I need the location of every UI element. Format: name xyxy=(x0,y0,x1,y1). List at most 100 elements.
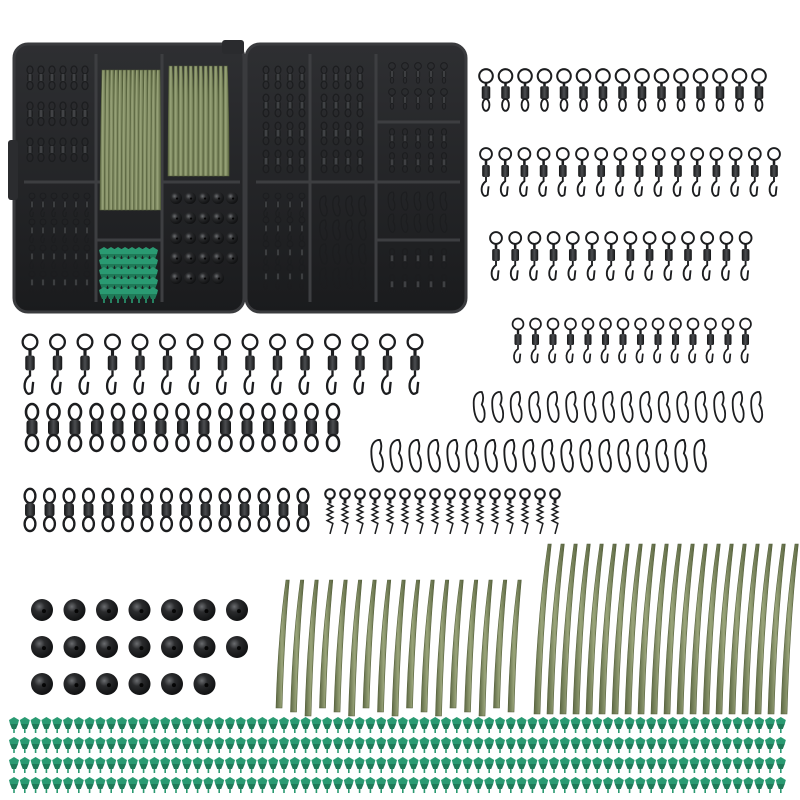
anti-tangle-sleeve xyxy=(222,65,230,177)
hook-stop xyxy=(689,777,700,793)
hook-stop xyxy=(743,757,754,773)
round-bead xyxy=(31,673,53,695)
hook-stop xyxy=(257,757,268,773)
rolling-swivel xyxy=(70,101,78,127)
hook-stop xyxy=(171,717,181,733)
round-bead xyxy=(96,673,118,695)
quick-link-snap xyxy=(522,439,536,473)
quick-link-snap xyxy=(598,439,612,473)
rolling-swivel xyxy=(401,128,409,149)
rolling-swivel xyxy=(274,93,282,118)
hook-stop xyxy=(84,777,95,793)
ring-swivel xyxy=(575,68,592,112)
hook-stop xyxy=(376,717,387,733)
hook-stop xyxy=(646,777,657,793)
ring-swivel xyxy=(653,68,670,112)
quick-change-swivel xyxy=(719,231,734,281)
hook-stop xyxy=(311,757,322,773)
rolling-swivel xyxy=(81,137,89,163)
hook-stop xyxy=(538,757,549,773)
hook-stop xyxy=(246,777,257,793)
quick-link-snap xyxy=(400,213,409,233)
anti-tangle-sleeve xyxy=(689,543,708,715)
hook-stop xyxy=(678,737,689,753)
hook-stop xyxy=(365,717,376,733)
rolling-swivel xyxy=(427,152,435,173)
hook-stop xyxy=(678,757,689,773)
hook-stop xyxy=(311,737,322,753)
hook-stop xyxy=(141,287,151,303)
quick-change-swivel xyxy=(262,264,270,290)
hook-stop xyxy=(581,757,592,773)
quick-link-snap xyxy=(426,191,435,211)
rolling-swivel xyxy=(159,487,174,533)
quick-change-swivel xyxy=(700,231,715,281)
anti-tangle-sleeve xyxy=(449,579,464,709)
hook-stop xyxy=(160,717,171,733)
round-bead xyxy=(161,673,183,695)
quick-link-snap xyxy=(358,243,367,265)
round-bead xyxy=(226,252,238,264)
round-bead xyxy=(184,232,196,244)
rolling-swivel xyxy=(282,402,298,453)
anti-tangle-sleeve xyxy=(507,579,522,713)
hook-stop xyxy=(127,247,137,263)
hook-stop xyxy=(289,757,300,773)
quick-change-swivel xyxy=(527,231,542,281)
hook-stop xyxy=(462,777,473,793)
quick-change-swivel xyxy=(39,192,47,218)
hook-stop xyxy=(732,737,743,753)
hook-stop xyxy=(624,757,635,773)
round-bead xyxy=(198,192,210,204)
quick-change-swivel xyxy=(186,333,204,395)
ring-swivel xyxy=(497,68,514,112)
hook-stop xyxy=(106,257,116,273)
hook-stop xyxy=(192,777,203,793)
hook-stop xyxy=(387,777,397,793)
hook-stop xyxy=(149,777,160,793)
hook-stop xyxy=(279,777,289,793)
round-bead xyxy=(170,252,182,264)
round-bead xyxy=(198,212,210,224)
quick-link-snap xyxy=(370,439,384,473)
hook-stop xyxy=(516,757,527,773)
hook-stop xyxy=(408,777,419,793)
rolling-swivel xyxy=(401,152,409,173)
screw-peg xyxy=(354,488,366,535)
hook-stop xyxy=(192,757,203,773)
hook-stop xyxy=(387,737,397,753)
hook-stop xyxy=(376,757,387,773)
hook-stop xyxy=(354,737,365,753)
rolling-swivel xyxy=(440,274,448,295)
box-right-half xyxy=(244,42,468,314)
quick-change-swivel xyxy=(28,218,36,244)
hook-stop xyxy=(657,717,667,733)
hook-stop xyxy=(73,717,84,733)
rolling-swivel xyxy=(320,121,328,146)
screw-peg xyxy=(549,488,561,535)
rolling-swivel xyxy=(388,152,396,173)
quick-change-swivel xyxy=(39,244,47,270)
rolling-swivel xyxy=(356,121,364,146)
hook-stop xyxy=(646,757,657,773)
hook-stop xyxy=(246,717,257,733)
hook-stop xyxy=(333,717,343,733)
quick-change-swivel xyxy=(323,333,342,395)
storage-box xyxy=(8,40,468,314)
rolling-swivel xyxy=(320,65,328,90)
hook-stop xyxy=(120,267,130,283)
quick-change-swivel xyxy=(241,333,259,395)
rolling-swivel xyxy=(46,402,61,453)
hook-stop xyxy=(613,717,624,733)
hook-stop xyxy=(365,737,376,753)
hook-stop xyxy=(484,717,495,733)
hook-stop xyxy=(365,757,376,773)
hook-stop xyxy=(99,287,109,303)
quick-link-snap xyxy=(332,195,341,217)
round-bead xyxy=(212,272,224,284)
hook-stop xyxy=(95,777,106,793)
hook-stop xyxy=(160,737,171,753)
box-latch xyxy=(222,40,244,54)
round-bead xyxy=(193,636,216,658)
round-bead xyxy=(170,272,182,284)
